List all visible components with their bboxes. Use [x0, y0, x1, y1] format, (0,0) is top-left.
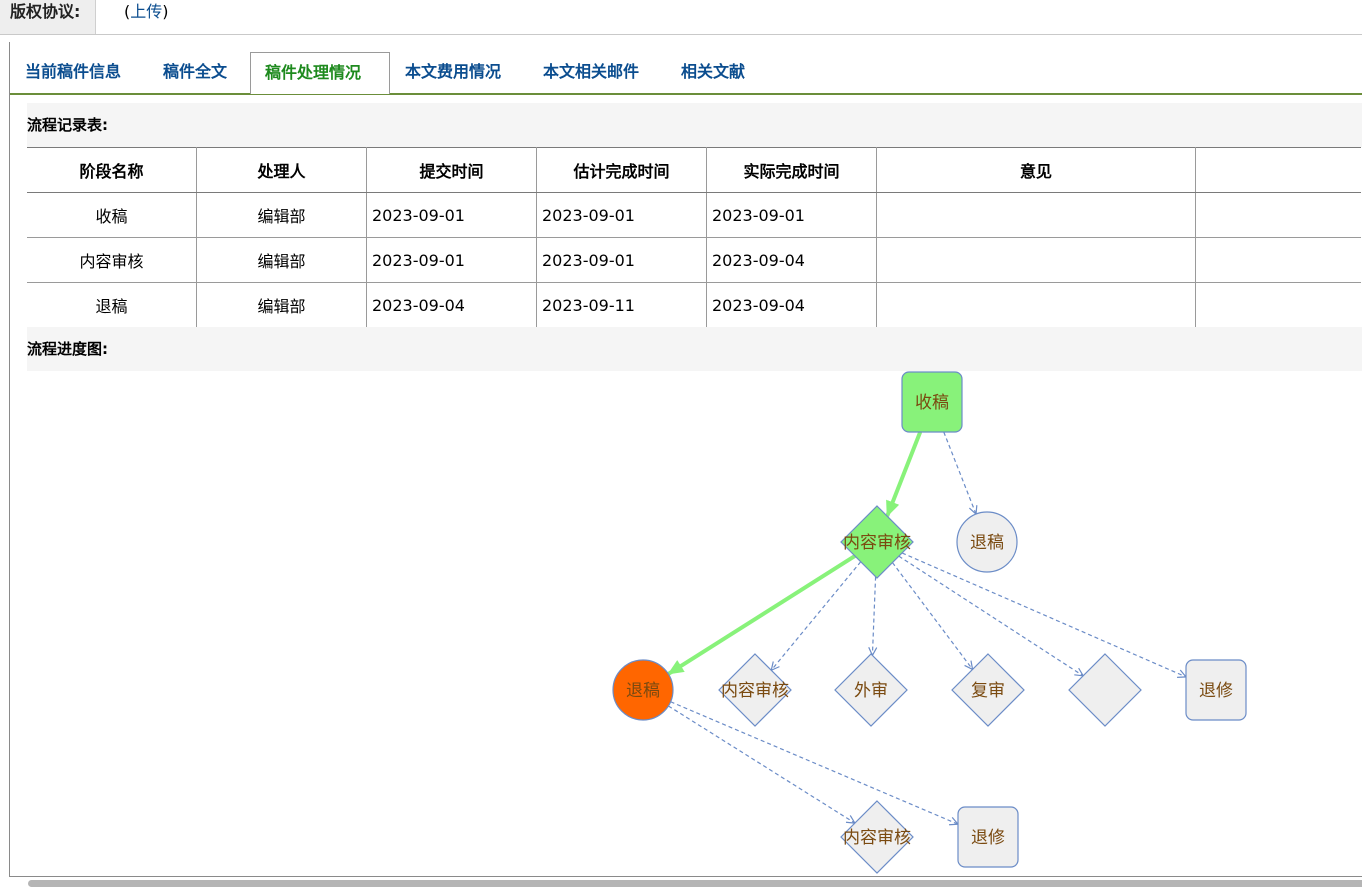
tab-bar: 当前稿件信息 稿件全文 稿件处理情况 本文费用情况 本文相关邮件 相关文献	[10, 52, 1362, 95]
flow-node-shape	[718, 653, 792, 727]
flow-node-label: 收稿	[915, 393, 949, 413]
flow-node-label: 退稿	[626, 681, 660, 701]
table-cell	[876, 192, 1196, 238]
table-cell: 2023-09-01	[366, 237, 537, 283]
flow-node-label: 内容审核	[721, 681, 789, 701]
table-cell	[876, 237, 1196, 283]
table-cell: 2023-09-04	[706, 237, 877, 283]
tab-related-literature[interactable]: 相关文献	[681, 62, 746, 81]
flow-node: 内容审核	[718, 653, 792, 727]
diagram-title: 流程进度图:	[27, 327, 1362, 371]
horizontal-scrollbar[interactable]	[28, 880, 1362, 887]
tab-full-text[interactable]: 稿件全文	[163, 62, 228, 81]
table-cell: 退稿	[27, 282, 197, 327]
flow-node-label: 退修	[971, 828, 1005, 848]
table-cell: 编辑部	[196, 192, 367, 238]
column-header: 处理人	[196, 147, 367, 193]
flow-node-label: 内容审核	[843, 533, 911, 553]
tab-current-manuscript-info[interactable]: 当前稿件信息	[25, 62, 122, 81]
optional-path-arrow	[670, 701, 958, 824]
flow-node-label: 退稿	[970, 533, 1004, 553]
optional-path-arrow	[668, 705, 854, 823]
copyright-row: 版权协议: (上传)	[0, 0, 1362, 35]
flow-node-shape	[956, 511, 1018, 573]
tab-processing-status[interactable]: 稿件处理情况	[250, 52, 390, 94]
column-header: 实际完成时间	[706, 147, 877, 193]
table-cell: 2023-09-04	[706, 282, 877, 327]
flow-node-label: 外审	[854, 681, 888, 701]
flow-node-shape	[1185, 659, 1247, 721]
flow-node-shape	[840, 800, 914, 874]
flow-node-shape	[834, 653, 908, 727]
flow-node: 收稿	[901, 371, 963, 433]
table-cell	[876, 282, 1196, 327]
flow-node: 退稿	[612, 659, 674, 721]
table-cell: 编辑部	[196, 237, 367, 283]
flow-node	[1068, 653, 1142, 727]
table-cell: 编辑部	[196, 282, 367, 327]
optional-path-arrow	[872, 576, 875, 656]
table-cell: 2023-09-01	[536, 192, 707, 238]
flow-node-shape	[612, 659, 674, 721]
flow-node-shape	[957, 806, 1019, 868]
flow-node-shape	[951, 653, 1025, 727]
flow-node: 内容审核	[840, 505, 914, 579]
copyright-value: (上传)	[124, 0, 169, 24]
tab-related-emails[interactable]: 本文相关邮件	[543, 62, 640, 81]
flow-node-label: 内容审核	[843, 828, 911, 848]
optional-path-arrow	[943, 431, 976, 514]
flow-node-shape	[840, 505, 914, 579]
optional-path-arrow	[891, 562, 972, 670]
flow-node: 退修	[957, 806, 1019, 868]
flow-node-label: 退修	[1199, 681, 1233, 701]
paren-open: (	[124, 2, 131, 21]
table-row: 收稿 编辑部 2023-09-01 2023-09-01 2023-09-01	[27, 192, 1361, 238]
table-cell	[1195, 237, 1361, 283]
process-record-table: 阶段名称 处理人 提交时间 估计完成时间 实际完成时间 意见 收稿 编辑部 20…	[27, 147, 1361, 327]
column-header: 估计完成时间	[536, 147, 707, 193]
flow-node: 复审	[951, 653, 1025, 727]
table-row: 内容审核 编辑部 2023-09-01 2023-09-01 2023-09-0…	[27, 237, 1361, 283]
content-panel	[9, 42, 1362, 877]
flow-node-shape	[1068, 653, 1142, 727]
optional-path-arrow	[901, 552, 1186, 677]
column-header: 意见	[876, 147, 1196, 193]
table-row: 退稿 编辑部 2023-09-04 2023-09-11 2023-09-04	[27, 282, 1361, 327]
tab-fees[interactable]: 本文费用情况	[405, 62, 502, 81]
column-header: 提交时间	[366, 147, 537, 193]
table-cell: 收稿	[27, 192, 197, 238]
optional-path-arrow	[898, 555, 1083, 676]
table-cell: 2023-09-04	[366, 282, 537, 327]
column-header: 阶段名称	[27, 147, 197, 193]
records-title: 流程记录表:	[27, 103, 1362, 147]
paren-close: )	[162, 2, 169, 21]
copyright-label: 版权协议:	[0, 0, 96, 34]
table-cell: 内容审核	[27, 237, 197, 283]
table-cell	[1195, 192, 1361, 238]
table-cell: 2023-09-01	[366, 192, 537, 238]
flow-node: 内容审核	[840, 800, 914, 874]
table-cell: 2023-09-11	[536, 282, 707, 327]
upload-link[interactable]: 上传	[130, 2, 163, 21]
table-header-row: 阶段名称 处理人 提交时间 估计完成时间 实际完成时间 意见	[27, 147, 1361, 193]
table-cell: 2023-09-01	[706, 192, 877, 238]
table-cell: 2023-09-01	[536, 237, 707, 283]
optional-path-arrow	[771, 561, 862, 671]
taken-path-arrow	[885, 431, 923, 518]
flow-node: 外审	[834, 653, 908, 727]
column-header	[1195, 147, 1361, 193]
taken-path-arrow	[667, 554, 857, 676]
flow-node: 退修	[1185, 659, 1247, 721]
flow-node: 退稿	[956, 511, 1018, 573]
flow-node-shape	[901, 371, 963, 433]
flow-node-label: 复审	[971, 681, 1005, 701]
